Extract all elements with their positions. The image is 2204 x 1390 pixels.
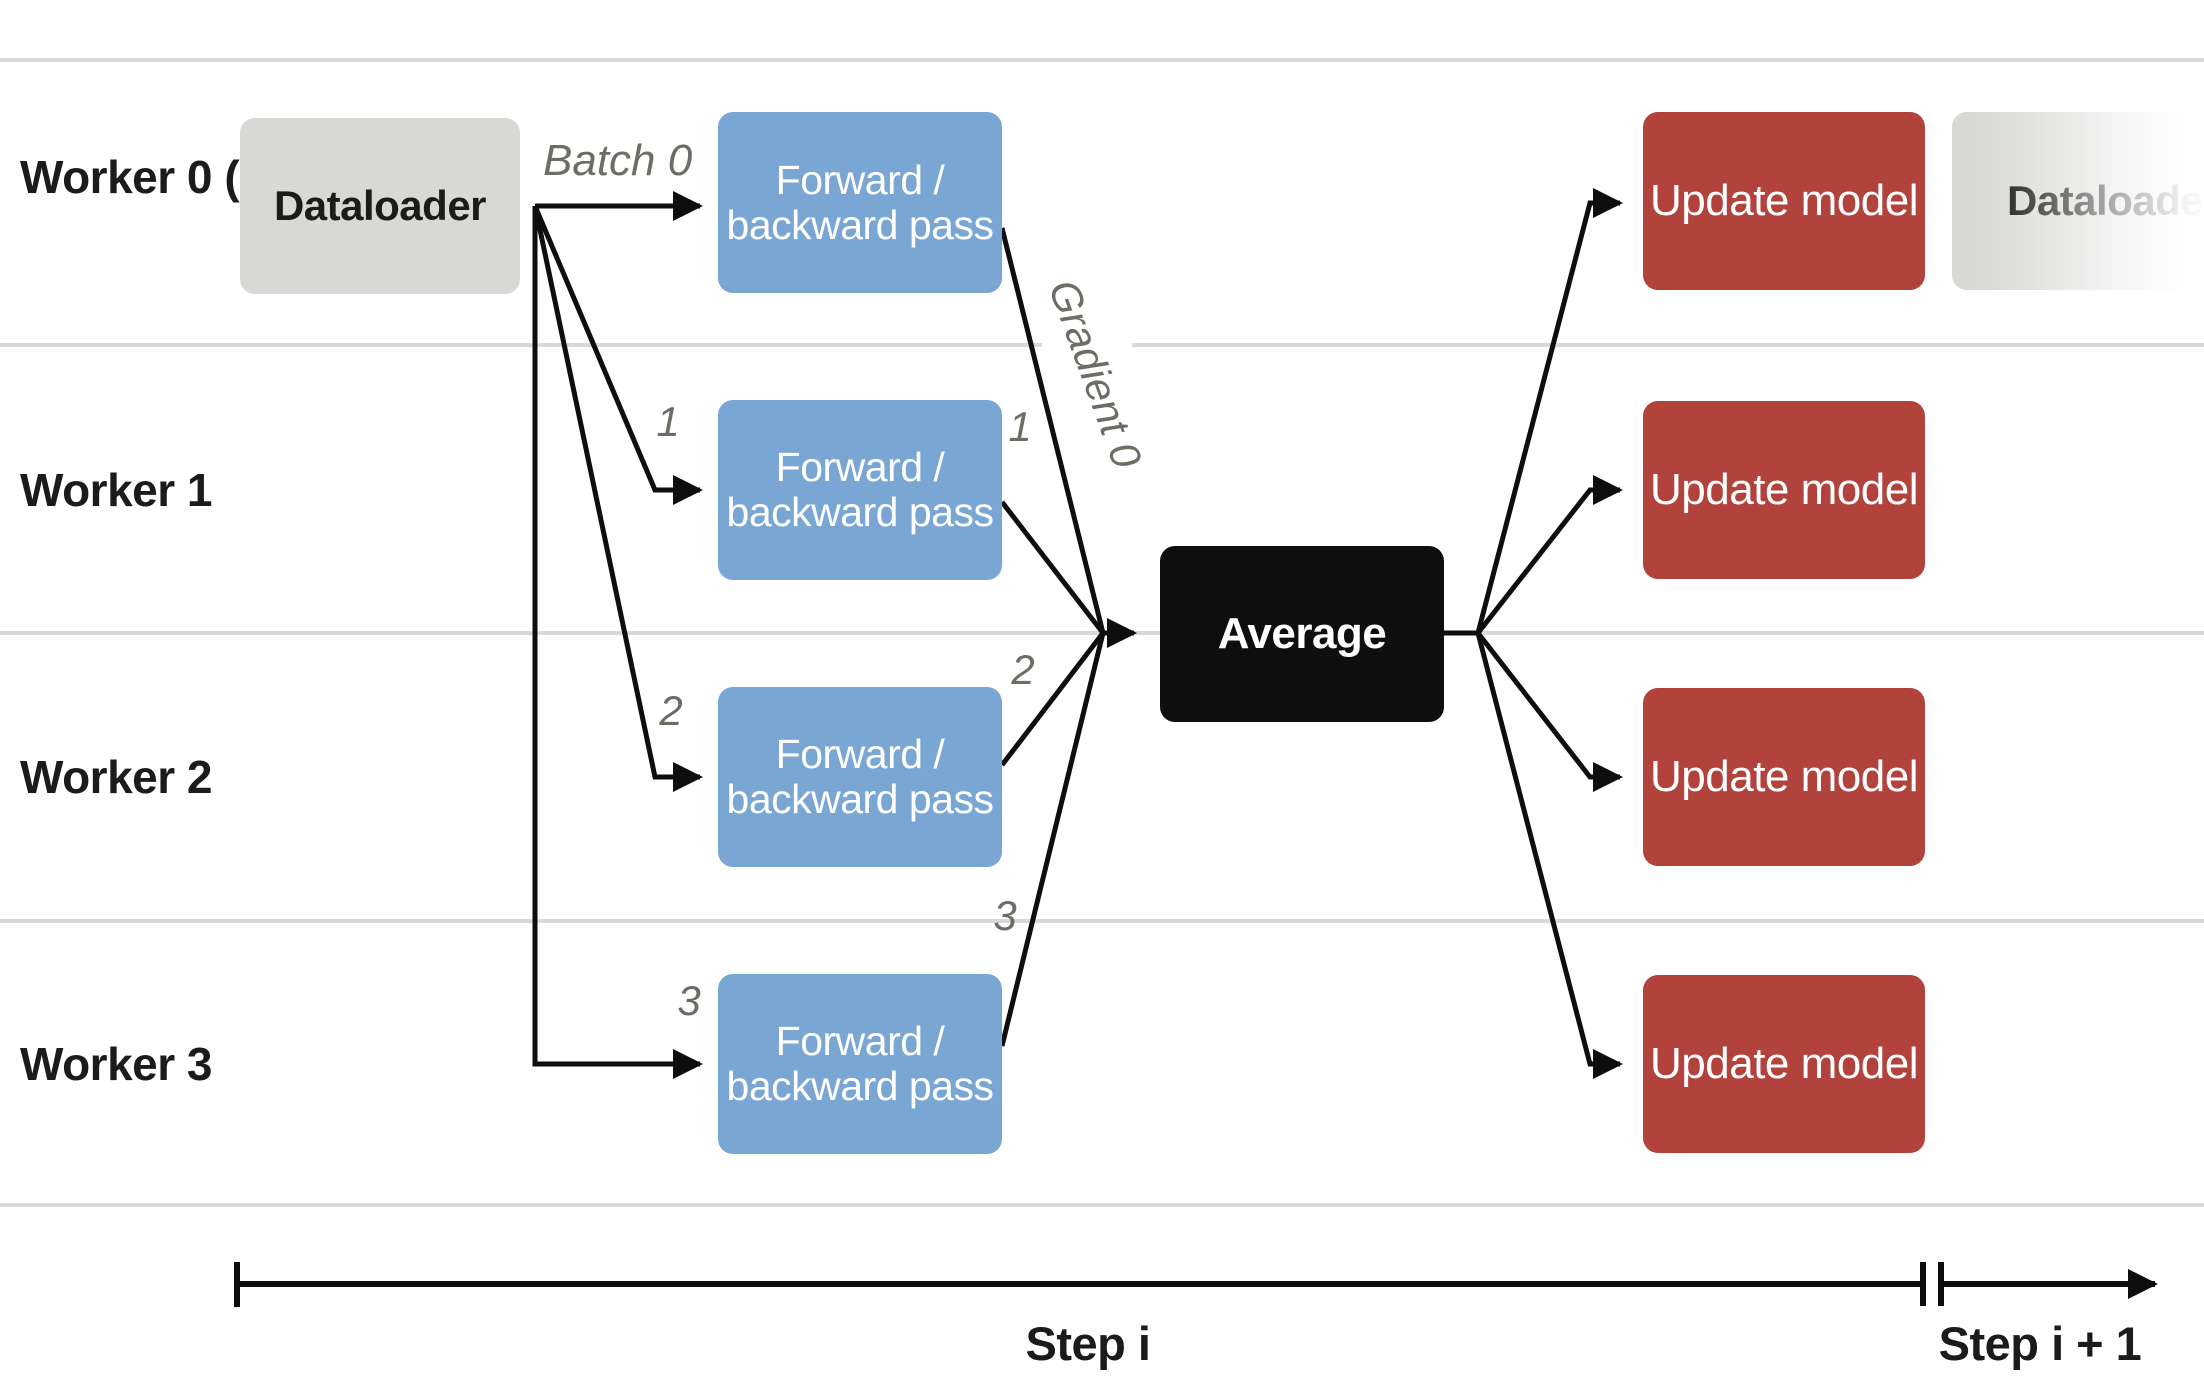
fwd-bwd-box-worker3: Forward / backward pass — [718, 974, 1002, 1154]
update-model-label: Update model — [1650, 465, 1918, 514]
average-box-label: Average — [1217, 609, 1387, 658]
update-model-box-worker1: Update model — [1643, 401, 1925, 579]
fwd-bwd-box-worker0: Forward / backward pass — [718, 112, 1002, 293]
line-gradient-worker1 — [1000, 500, 1105, 635]
gradient-2-number: 2 — [1011, 646, 1035, 693]
fwd-bwd-box-worker2: Forward / backward pass — [718, 687, 1002, 867]
arrow-update-worker3 — [1475, 632, 1623, 1079]
arrow-update-worker1 — [1476, 475, 1623, 635]
fwd-bwd-line2: backward pass — [726, 489, 994, 535]
average-box: Average — [1160, 546, 1444, 722]
batch-1-number: 1 — [656, 398, 680, 445]
batch-3-number: 3 — [677, 977, 701, 1024]
dataloader-box: Dataloader — [240, 118, 520, 294]
gradient-1-number: 1 — [1008, 403, 1032, 450]
fwd-bwd-line1: Forward / — [775, 731, 945, 777]
gradient-3-number: 3 — [993, 892, 1017, 939]
fwd-bwd-line2: backward pass — [726, 1063, 994, 1109]
update-model-label: Update model — [1650, 752, 1918, 801]
line-gradient-worker2 — [1000, 631, 1105, 767]
fwd-bwd-line2: backward pass — [726, 776, 994, 822]
arrow-batch-worker1 — [532, 205, 703, 505]
line-gradient-worker3 — [999, 632, 1106, 1047]
worker-2-label: Worker 2 — [20, 751, 213, 803]
fwd-bwd-line1: Forward / — [775, 1018, 945, 1064]
update-model-label: Update model — [1650, 176, 1918, 225]
batch-0-label: Batch 0 — [543, 136, 693, 185]
batch-2-number: 2 — [659, 687, 683, 734]
dataloader-box-label: Dataloader — [273, 182, 487, 229]
update-model-box-worker2: Update model — [1643, 688, 1925, 866]
worker-0-line1: Worker 0 — [20, 151, 213, 203]
arrow-update-worker0 — [1475, 188, 1623, 634]
fwd-bwd-line2: backward pass — [726, 201, 994, 248]
step-i-plus-1-label: Step i + 1 — [1938, 1317, 2142, 1370]
step-i-label: Step i — [1025, 1317, 1151, 1370]
arrow-update-worker2 — [1476, 631, 1623, 792]
worker-3-label: Worker 3 — [20, 1038, 213, 1090]
worker-1-label: Worker 1 — [20, 464, 213, 516]
next-dataloader-fade — [1990, 100, 2204, 310]
update-model-label: Update model — [1650, 1039, 1918, 1088]
fwd-bwd-box-worker1: Forward / backward pass — [718, 400, 1002, 580]
arrow-batch-worker2 — [532, 205, 703, 792]
update-model-box-worker3: Update model — [1643, 975, 1925, 1153]
fwd-bwd-line1: Forward / — [775, 444, 945, 490]
fwd-bwd-line1: Forward / — [775, 156, 945, 203]
line-gradient-worker0 — [999, 227, 1106, 634]
arrow-batch-worker3 — [532, 206, 703, 1079]
update-model-box-worker0: Update model — [1643, 112, 1925, 290]
